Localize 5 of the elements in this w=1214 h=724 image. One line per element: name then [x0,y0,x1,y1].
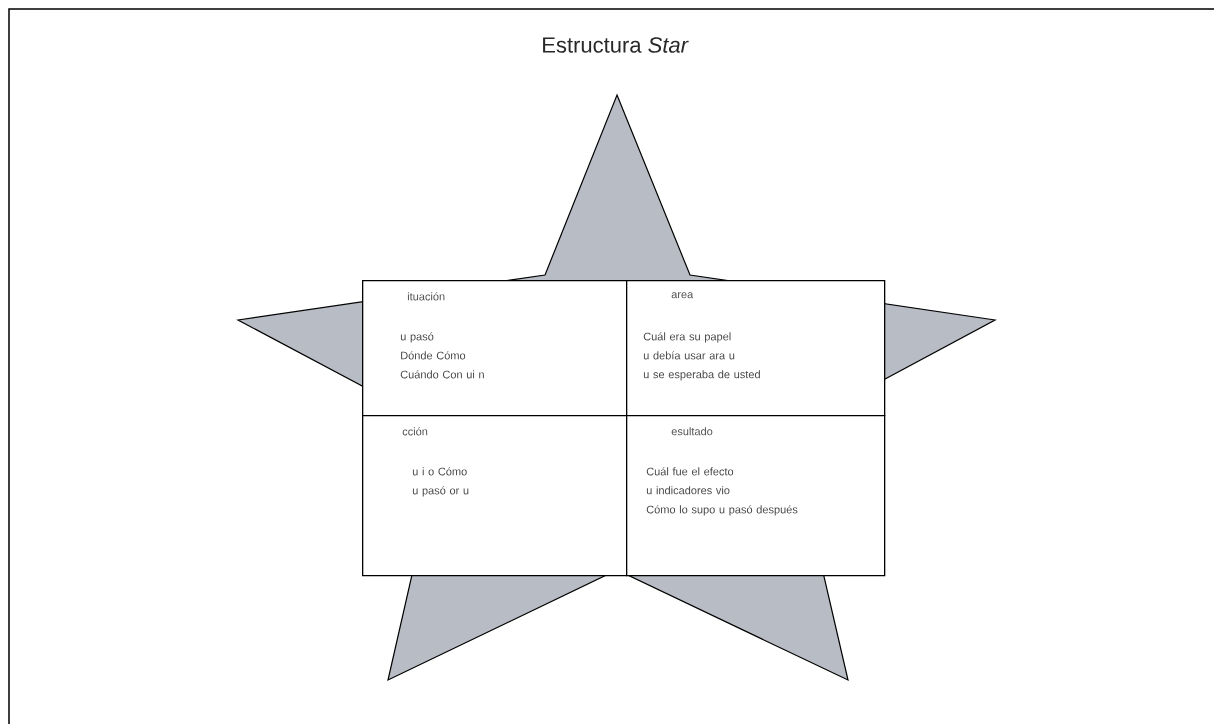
text-cell: area Cuál era su papel u debía usar ara u u se esperaba de usted [626,280,886,417]
text-cell: esultado Cuál fue el efecto u indicadores vio Cómo lo supo u pasó después [626,415,886,577]
title: Estructura Star [543,37,689,53]
text-cell: cción u i o Cómo u pasó or u [362,415,628,577]
text-cell: ituación u pasó Dónde Cómo Cuándo Con ui n [362,280,628,417]
